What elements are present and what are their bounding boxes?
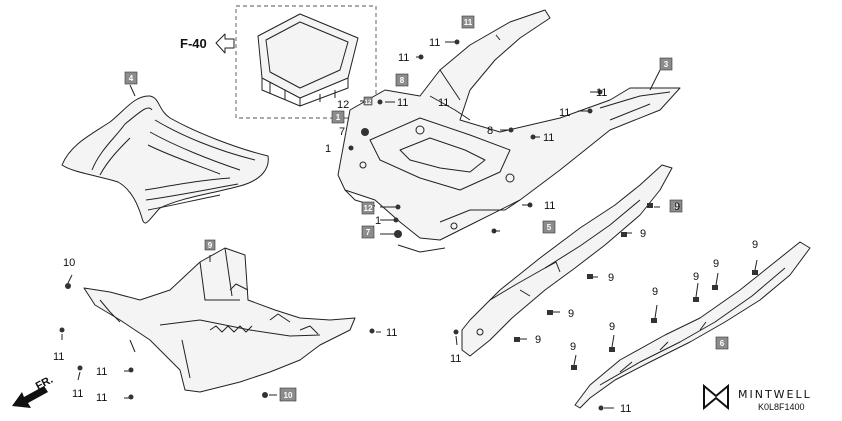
- callout: 9: [640, 228, 646, 240]
- callout: 1: [375, 215, 381, 227]
- callout: 11: [596, 87, 607, 99]
- callout: 10: [63, 257, 75, 269]
- callout: 11: [543, 132, 554, 144]
- callout: 11: [429, 37, 440, 49]
- side-cover-5-part: [461, 164, 673, 357]
- svg-text:10: 10: [284, 391, 293, 400]
- reference-dashed-box: [235, 5, 377, 119]
- front-label: FR.: [34, 374, 55, 393]
- callout: 7: [339, 126, 345, 138]
- svg-text:11: 11: [464, 18, 473, 27]
- reference-label: F-40: [180, 36, 207, 51]
- floor-frame-part: [337, 9, 681, 241]
- svg-text:5: 5: [547, 223, 552, 232]
- battery-tray: [257, 13, 359, 99]
- svg-text:12: 12: [365, 100, 372, 106]
- callout: 1: [325, 143, 331, 155]
- callout: 9: [535, 334, 541, 346]
- svg-text:7: 7: [366, 228, 371, 237]
- svg-text:1: 1: [336, 113, 341, 122]
- callout-numbers: 11 11 11 12 11 7 1 8 11 11 11 1 11 9 9 9…: [53, 37, 758, 415]
- callout: 9: [609, 321, 615, 333]
- part-label-box: 10: [279, 387, 297, 402]
- part-label-box: 1: [331, 110, 345, 124]
- hardware-bolts: [59, 39, 758, 411]
- front-direction-arrow-icon: [12, 386, 48, 408]
- part-label-box: 12: [363, 96, 373, 106]
- svg-text:8: 8: [400, 76, 405, 85]
- callout: 9: [674, 201, 680, 213]
- part-label-box: 9: [669, 199, 683, 213]
- callout: 11: [559, 107, 570, 119]
- callout: 11: [620, 403, 631, 415]
- callout: 9: [608, 272, 614, 284]
- callout: 11: [53, 351, 64, 363]
- callout: 11: [544, 200, 555, 212]
- leader-lines: [61, 34, 758, 409]
- callout: 11: [96, 366, 107, 378]
- svg-text:9: 9: [208, 241, 213, 250]
- callout: 11: [438, 97, 449, 109]
- part-label-box: 4: [124, 71, 138, 85]
- callout: 9: [713, 258, 719, 270]
- part-label-box: 11: [461, 15, 475, 29]
- callout: 11: [450, 353, 461, 365]
- brand-name: MINTWELL: [738, 388, 812, 401]
- reference-arrow-icon: [215, 33, 235, 54]
- diagram-code: K0L8F1400: [758, 402, 805, 412]
- svg-text:9: 9: [674, 202, 679, 211]
- callout: 11: [397, 97, 408, 109]
- callout: 8: [487, 125, 493, 137]
- callout: 11: [398, 52, 409, 64]
- part-label-box: 7: [361, 225, 375, 239]
- svg-text:12: 12: [364, 204, 373, 213]
- callout: 9: [652, 286, 658, 298]
- part-label-box: 6: [715, 336, 729, 350]
- seat-part: [61, 95, 269, 224]
- callout: 12: [337, 99, 349, 111]
- under-cover-part: [83, 247, 356, 393]
- part-label-box: 3: [659, 57, 673, 71]
- callout: 9: [570, 341, 576, 353]
- callout: 9: [693, 271, 699, 283]
- boxed-labels: 11 4 8 3 12 1 12 7 9 5 9 6 10: [124, 15, 729, 402]
- mintwell-logo-icon: [703, 383, 729, 411]
- part-label-box: 8: [395, 73, 409, 87]
- callout: 9: [568, 308, 574, 320]
- part-label-box: 9: [204, 239, 216, 251]
- callout: 11: [96, 392, 107, 404]
- callout: 9: [752, 239, 758, 251]
- svg-text:6: 6: [720, 339, 725, 348]
- svg-text:4: 4: [129, 74, 134, 83]
- side-cover-6-part: [574, 241, 811, 409]
- part-label-box: 5: [542, 220, 556, 234]
- callout: 11: [72, 388, 83, 400]
- part-label-box: 12: [361, 201, 375, 215]
- svg-text:3: 3: [664, 60, 669, 69]
- reference-assembly: [235, 5, 377, 119]
- callout: 11: [386, 327, 397, 339]
